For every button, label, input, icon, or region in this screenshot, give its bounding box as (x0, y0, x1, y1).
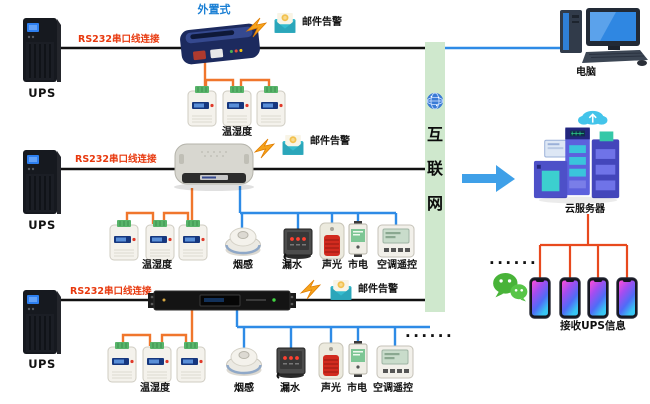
smoke-label-row3: 烟感 (234, 383, 254, 394)
ac-remote-controller (377, 224, 415, 258)
ups-tower-2 (20, 148, 64, 218)
rs232-label-row1: RS232串口线连接 (78, 34, 160, 45)
temp-humidity-sensor (186, 85, 218, 127)
email-icon-row1 (272, 11, 298, 34)
collector-rack-row3 (148, 288, 296, 312)
more-sensors-dots: ...... (405, 323, 455, 341)
rs232-label-row2: RS232串口线连接 (75, 154, 157, 165)
mains-label-row2: 市电 (348, 260, 368, 271)
ac-remote-controller (376, 345, 414, 379)
temp-humidity-label-row3: 温湿度 (140, 383, 170, 394)
ups-tower-3 (20, 288, 64, 358)
cloud-to-phones-lines (538, 214, 629, 280)
internet-to-cloud-arrow (462, 165, 515, 192)
lightning-icon-row1 (245, 16, 273, 38)
ups-tower-1 (20, 16, 64, 86)
email-icon-row2 (280, 133, 306, 156)
lightning-icon-row2 (253, 137, 281, 159)
internet-char-1: 互 (426, 125, 443, 144)
water-leak-detector (274, 345, 308, 379)
smoke-label-row2: 烟感 (233, 260, 253, 271)
sound-light-label-row3: 声光 (321, 383, 341, 394)
phone (616, 277, 638, 319)
ups-2-label: UPS (28, 218, 56, 232)
ups-3-label: UPS (28, 357, 56, 371)
email-alert-label-row1: 邮件告警 (302, 17, 342, 28)
lightning-icon-row3 (299, 278, 327, 300)
water-leak-label-row3: 漏水 (280, 383, 300, 394)
temp-humidity-label-row1: 温湿度 (222, 127, 252, 138)
ac-remote-label-row3: 空调遥控 (373, 383, 413, 394)
temp-humidity-sensor (255, 85, 287, 127)
smoke-detector (224, 223, 262, 257)
temp-humidity-sensor (141, 341, 173, 383)
cloud-server (528, 106, 632, 204)
wechat-icon (492, 272, 528, 302)
cloud-server-label: 云服务器 (565, 204, 605, 215)
mains-power-monitor (347, 221, 369, 257)
internet-bar (425, 42, 445, 312)
ac-remote-label-row2: 空调遥控 (377, 260, 417, 271)
receive-ups-info-label: 接收UPS信息 (560, 320, 626, 332)
temp-humidity-sensor (177, 219, 209, 261)
smoke-detector (225, 343, 263, 377)
collector-modem-row2 (172, 140, 256, 192)
mains-label-row3: 市电 (347, 383, 367, 394)
mains-power-monitor (347, 341, 369, 377)
globe-icon (426, 92, 444, 110)
email-alert-label-row2: 邮件告警 (310, 136, 350, 147)
water-leak-label-row2: 漏水 (282, 260, 302, 271)
phone (559, 277, 581, 319)
internet-char-3: 网 (426, 194, 443, 213)
water-leak-detector (281, 226, 315, 260)
temp-humidity-sensor (221, 85, 253, 127)
internet-char-2: 联 (426, 159, 443, 178)
email-alert-label-row3: 邮件告警 (358, 284, 398, 295)
ups-1-label: UPS (28, 86, 56, 100)
email-icon-row3 (328, 278, 354, 301)
phone (587, 277, 609, 319)
sound-light-label-row2: 声光 (322, 260, 342, 271)
phone (529, 277, 551, 319)
temp-humidity-label-row2: 温湿度 (142, 260, 172, 271)
temp-humidity-sensor (175, 341, 207, 383)
rs232-label-row3: RS232串口线连接 (70, 286, 152, 297)
temp-humidity-sensor (106, 341, 138, 383)
temp-humidity-sensor (144, 219, 176, 261)
more-phones-dots: ...... (489, 250, 539, 268)
temp-humidity-sensor (108, 219, 140, 261)
sound-light-alarm (317, 342, 345, 380)
external-adapter-label: 外置式 (197, 3, 231, 16)
computer-label: 电脑 (576, 67, 596, 78)
computer (556, 6, 648, 66)
sound-light-alarm (318, 222, 346, 260)
